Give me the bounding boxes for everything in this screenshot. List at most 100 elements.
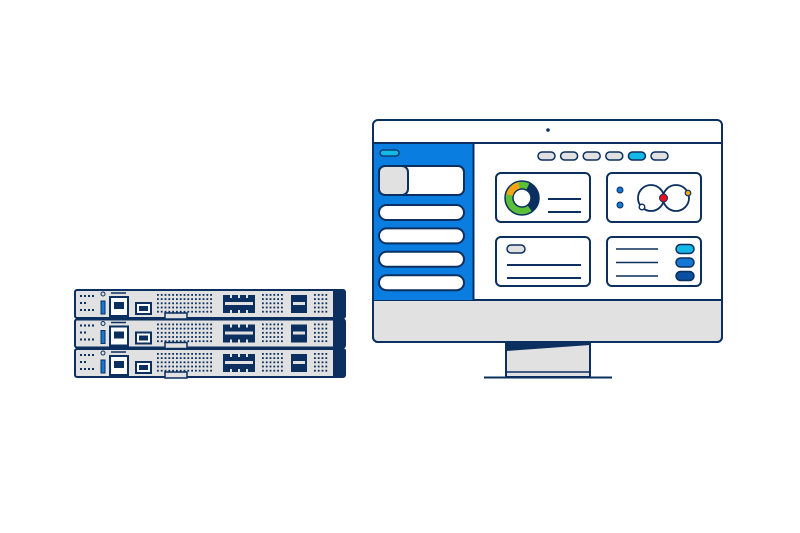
tab[interactable] [627, 151, 647, 161]
vent-dot [198, 310, 201, 313]
vent-dot [317, 298, 320, 300]
tab[interactable] [605, 151, 624, 161]
profile-card[interactable] [378, 165, 465, 196]
sidebar-item[interactable] [378, 250, 465, 268]
vent-dot [179, 361, 182, 364]
vent-dot [202, 336, 205, 338]
vent-dot [269, 340, 272, 343]
sidebar-item[interactable] [378, 274, 465, 292]
vent-dot [321, 331, 324, 334]
vent-dot [262, 323, 264, 326]
vent-dot [157, 323, 159, 326]
vent-dot [273, 323, 276, 326]
vent-dot [314, 361, 316, 364]
vent-dot [191, 294, 193, 296]
vent-dot [202, 353, 205, 355]
vent-dot [92, 338, 94, 341]
vent-dot [183, 357, 186, 359]
vent-dot [277, 294, 279, 296]
sidebar-item[interactable] [378, 204, 465, 221]
tab[interactable] [537, 151, 556, 161]
vent-dot [164, 357, 167, 359]
vent-dot [206, 369, 209, 372]
vent-dot [168, 331, 171, 334]
vent-dot [269, 336, 272, 338]
vent-dot [262, 306, 264, 309]
vent-dot [88, 368, 90, 370]
vent-dot [198, 357, 201, 359]
vent-dot [325, 365, 328, 368]
vent-dot [206, 323, 209, 326]
vent-dot [80, 338, 82, 341]
vent-dot [176, 310, 178, 313]
card-text[interactable] [495, 236, 591, 287]
vent-dot [314, 331, 316, 334]
vent-dot [281, 331, 283, 334]
card-status-list[interactable] [606, 236, 702, 287]
vent-dot [179, 302, 182, 305]
vent-dot [187, 365, 190, 368]
vent-dot [277, 340, 279, 343]
vent-dot [210, 357, 212, 359]
vent-dot [277, 336, 279, 338]
vent-dot [314, 294, 316, 296]
node-red [659, 193, 668, 203]
vent-dot [210, 306, 212, 309]
vent-dot [269, 331, 272, 334]
vent-dot [168, 310, 171, 313]
vent-dot [157, 340, 159, 343]
vent-dot [195, 306, 197, 309]
tab[interactable] [559, 151, 579, 161]
vent-dot [172, 336, 174, 338]
vent-dot [206, 365, 209, 368]
vent-dot [157, 336, 159, 338]
vent-dot [198, 336, 201, 338]
vent-dot [179, 294, 182, 296]
vent-dot [321, 310, 324, 313]
vent-dot [321, 336, 324, 338]
vent-dot [273, 327, 276, 330]
vent-dot [179, 336, 182, 338]
vent-dot [80, 302, 82, 304]
vent-dot [273, 310, 276, 313]
vent-dot [164, 353, 167, 355]
vent-dot [198, 331, 201, 334]
vent-dot [195, 302, 197, 305]
vent-dot [168, 361, 171, 364]
vent-dot [321, 353, 324, 355]
vent-dot [187, 353, 190, 355]
vent-dot [157, 361, 159, 364]
vent-dot [172, 340, 174, 343]
vent-dot [210, 369, 212, 372]
vent-dot [325, 331, 328, 334]
vent-dot [198, 369, 201, 372]
vent-dot [273, 365, 276, 368]
vent-dot [202, 340, 205, 343]
latch [164, 341, 188, 350]
vent-dot [277, 361, 279, 364]
vent-dot [183, 310, 186, 313]
vent-dot [187, 323, 190, 326]
vent-dot [191, 336, 193, 338]
vent-dot [281, 369, 283, 372]
vent-dot [176, 361, 178, 364]
card-network[interactable] [606, 172, 702, 223]
monitor-stand [484, 341, 612, 379]
vent-dot [195, 323, 197, 326]
vent-dot [187, 302, 190, 305]
tab[interactable] [650, 151, 669, 161]
vent-dot [265, 294, 268, 296]
vent-dot [269, 327, 272, 330]
sidebar-item[interactable] [378, 227, 465, 245]
vent-dot [265, 298, 268, 300]
vent-dot [210, 310, 212, 313]
vent-dot [183, 294, 186, 296]
latch [164, 312, 188, 320]
tab[interactable] [582, 151, 601, 161]
vent-dot [202, 294, 205, 296]
latch [164, 371, 188, 379]
led-icon [100, 321, 106, 326]
card-donut[interactable] [495, 172, 591, 223]
vent-dot [84, 354, 86, 356]
vent-dot [179, 340, 182, 343]
